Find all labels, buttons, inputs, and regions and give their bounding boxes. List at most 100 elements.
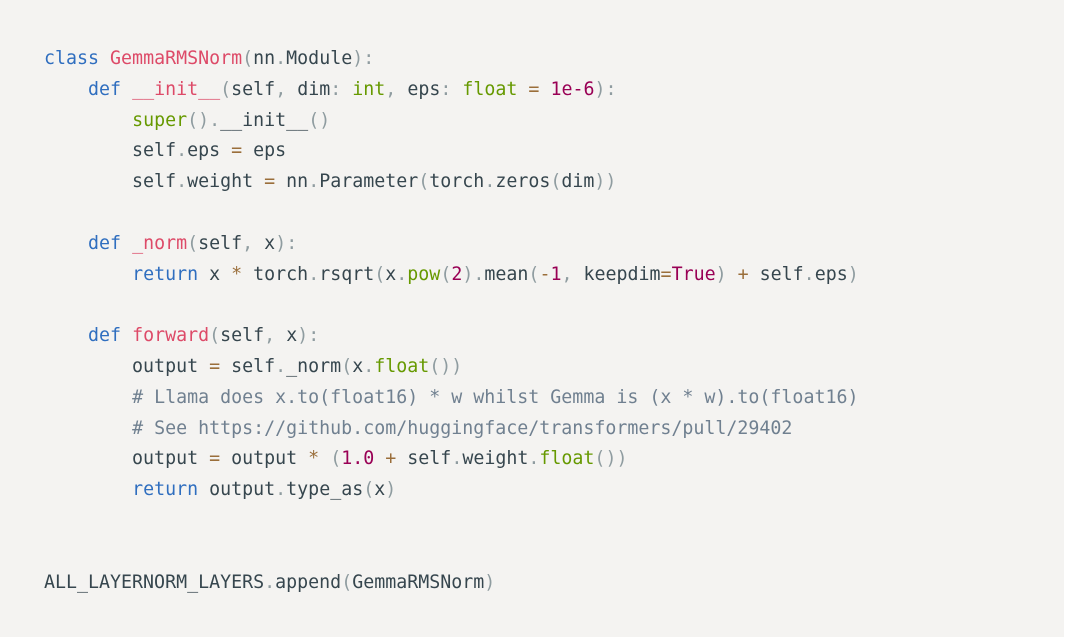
code-token-kw: def [88,232,122,254]
code-line: def __init__(self, dim: int, eps: float … [44,75,1064,106]
code-token-pun: ) [451,355,463,377]
code-line: def _norm(self, x): [44,229,1064,260]
code-token-num: 1 [550,263,562,285]
code-token-pun: . [176,140,188,162]
code-line: super().__init__() [44,106,1064,137]
code-token-kw: class [44,48,100,69]
code-token-tx [121,79,132,100]
code-token-pun: : [440,78,452,100]
code-token-bi: float [374,355,430,377]
code-token-pun: . [264,571,276,593]
code-token-tx [341,79,352,100]
code-token-pun: ( [187,232,199,254]
code-token-op: = [528,78,540,100]
code-token-tx: eps [242,140,287,162]
code-token-tx: self [44,140,177,162]
code-token-pun: . [176,171,188,193]
code-token-tx: output [44,448,210,470]
code-token-fn: _norm [132,232,188,254]
code-token-tx [99,48,110,69]
code-token-num: 1e-6 [550,78,595,100]
code-token-tx: nn [253,48,276,69]
code-line: output = self._norm(x.float()) [44,352,1064,383]
code-token-tx: type_as [286,479,364,501]
code-token-pun: ) [198,109,210,131]
code-line: return output.type_as(x) [44,475,1064,506]
code-token-pun: ) [462,263,474,285]
code-token-pun: ) [605,171,617,193]
code-token-pun: : [286,232,298,254]
code-line: self.weight = nn.Parameter(torch.zeros(d… [44,167,1064,198]
code-token-pun: . [275,479,287,501]
code-token-pun: ( [363,479,375,501]
code-token-bi: int [352,78,386,100]
code-token-tx [44,387,132,408]
code-token-tx [517,79,528,100]
code-token-pun: ) [594,78,606,100]
code-token-tx [374,448,385,469]
code-line: self.eps = eps [44,136,1064,167]
code-token-pun: , [385,78,397,100]
code-token-tx: ALL_LAYERNORM_LAYERS [44,571,265,593]
code-block[interactable]: class GemmaRMSNorm(nn.Module): def __ini… [0,44,1064,598]
code-token-pun: . [396,263,408,285]
code-token-pun: . [451,448,463,470]
code-token-pun: : [605,78,617,100]
code-token-tx: append [275,571,342,593]
code-token-op: * [231,263,243,285]
code-token-pun: ) [847,263,859,285]
code-token-num: 1.0 [341,448,375,470]
code-token-pun: ( [374,263,386,285]
code-token-tx: torch [429,171,485,193]
code-token-tx: output [44,355,210,377]
code-token-tx: output [220,448,309,470]
code-token-tx: dim [561,171,595,193]
code-token-op: = [231,140,243,162]
code-token-tx: self [44,171,177,193]
code-line: class GemmaRMSNorm(nn.Module): [44,44,1064,75]
code-token-tx: self [220,355,276,377]
code-token-tx: keepdim [572,263,661,285]
code-token-bi: super [132,109,188,131]
code-line: # See https://github.com/huggingface/tra… [44,414,1064,445]
code-token-cmt: # Llama does x.to(float16) * w whilst Ge… [132,386,859,408]
code-token-pun: ( [209,325,221,347]
code-token-pun: ( [242,48,254,69]
code-token-pun: . [275,48,287,69]
code-token-kw: def [88,78,122,100]
code-token-tx [44,479,132,500]
code-token-pun: . [484,171,496,193]
code-token-tx [44,79,88,100]
code-token-pun: ) [319,109,331,131]
code-token-tx [44,110,132,131]
code-token-tx: self [396,448,452,470]
code-line [44,198,1064,229]
code-token-op: = [209,355,221,377]
code-token-tx: x [198,263,232,285]
code-token-op: = [660,263,672,285]
code-line [44,290,1064,321]
code-token-tx [539,79,550,100]
code-token-pun: ) [385,479,397,501]
code-token-cls: GemmaRMSNorm [110,48,243,69]
code-token-pun: , [275,78,287,100]
code-token-pun: ) [605,448,617,470]
code-token-tx: torch [242,263,309,285]
code-token-bool: True [671,263,716,285]
code-token-pun: ( [429,355,441,377]
code-token-tx: eps [814,263,848,285]
code-token-num: 2 [451,263,463,285]
code-token-pun: : [363,48,375,69]
code-token-pun: ) [715,263,727,285]
code-token-tx: x [352,355,364,377]
code-token-tx [121,325,132,346]
code-token-pun: ) [275,232,287,254]
code-token-pun: ) [616,448,628,470]
code-token-tx: GemmaRMSNorm [352,571,485,593]
code-token-pun: ) [440,355,452,377]
code-token-pun: , [242,232,254,254]
code-token-op: - [539,263,551,285]
code-token-tx: x [253,232,276,254]
code-line [44,506,1064,537]
